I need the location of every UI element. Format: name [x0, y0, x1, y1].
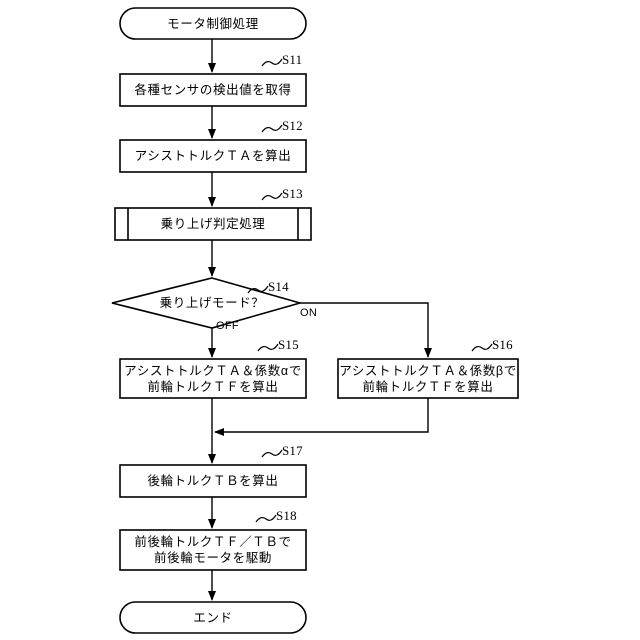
node-s18-shape	[119, 529, 307, 571]
step-label-s16: S16	[492, 337, 513, 352]
leader-s16	[471, 343, 493, 352]
leader-s18	[255, 514, 277, 523]
leader-s11	[261, 58, 283, 67]
leader-s14	[247, 285, 269, 294]
step-label-s11: S11	[282, 52, 303, 67]
node-s15-shape	[119, 358, 307, 399]
step-label-s14: S14	[268, 279, 289, 294]
edge-label-on: ON	[300, 307, 318, 319]
node-s11-shape	[119, 73, 307, 107]
step-label-s12: S12	[282, 118, 303, 133]
node-s17-shape	[119, 464, 307, 498]
step-label-s17: S17	[282, 443, 303, 458]
step-label-s15: S15	[278, 337, 299, 352]
node-s13-shape	[114, 207, 312, 241]
edge-label-off: OFF	[216, 320, 239, 332]
leader-s17	[261, 449, 283, 458]
step-label-s18: S18	[276, 508, 297, 523]
leader-s13	[261, 192, 283, 201]
leader-s12	[261, 124, 283, 133]
node-end-shape	[119, 601, 307, 634]
edge-s16-to-merge	[214, 398, 429, 436]
step-label-s13: S13	[282, 186, 303, 201]
node-s12-shape	[119, 139, 307, 173]
node-start-shape	[119, 7, 307, 40]
node-s16-shape	[337, 358, 519, 399]
edge-s14-on-to-s16	[300, 302, 432, 358]
leader-s15	[257, 343, 279, 352]
